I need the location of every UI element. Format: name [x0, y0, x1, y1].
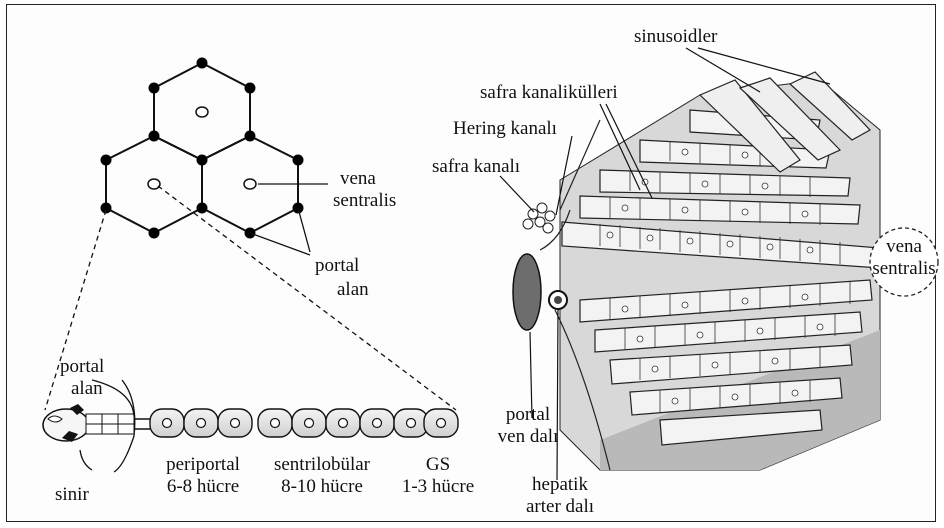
label-sinir: sinir [55, 484, 89, 505]
label-portal-ven: portal [488, 404, 568, 425]
label-hepatik: hepatik [510, 474, 610, 495]
label-vena-right: vena [869, 236, 939, 257]
label-safra-kanalikulleri: safra kanalikülleri [480, 82, 618, 103]
label-hering-kanali: Hering kanalı [453, 118, 557, 139]
label-gs: GS [388, 454, 488, 475]
label-alan-top: alan [337, 279, 369, 300]
zoom-dashed-lines [45, 186, 456, 410]
label-sentralis: sentralis [333, 190, 396, 211]
label-sentrilobular-count: 8-10 hücre [262, 476, 382, 497]
label-vena: vena [340, 168, 376, 189]
label-periportal-count: 6-8 hücre [148, 476, 258, 497]
label-periportal: periportal [148, 454, 258, 475]
hexagon-pointers [250, 184, 328, 255]
label-sentralis-right: sentralis [866, 258, 942, 279]
label-ven-dali: ven dalı [478, 426, 578, 447]
label-arter-dali: arter dalı [502, 496, 618, 517]
bile-ductule-cluster [523, 203, 555, 233]
label-sinusoidler: sinusoidler [634, 26, 717, 47]
label-safra-kanali: safra kanalı [432, 156, 520, 177]
label-gs-count: 1-3 hücre [388, 476, 488, 497]
label-portal-bottom: portal [60, 356, 104, 377]
label-sentrilobular: sentrilobülar [262, 454, 382, 475]
label-portal-top: portal [315, 255, 359, 276]
label-alan-bottom: alan [71, 378, 103, 399]
